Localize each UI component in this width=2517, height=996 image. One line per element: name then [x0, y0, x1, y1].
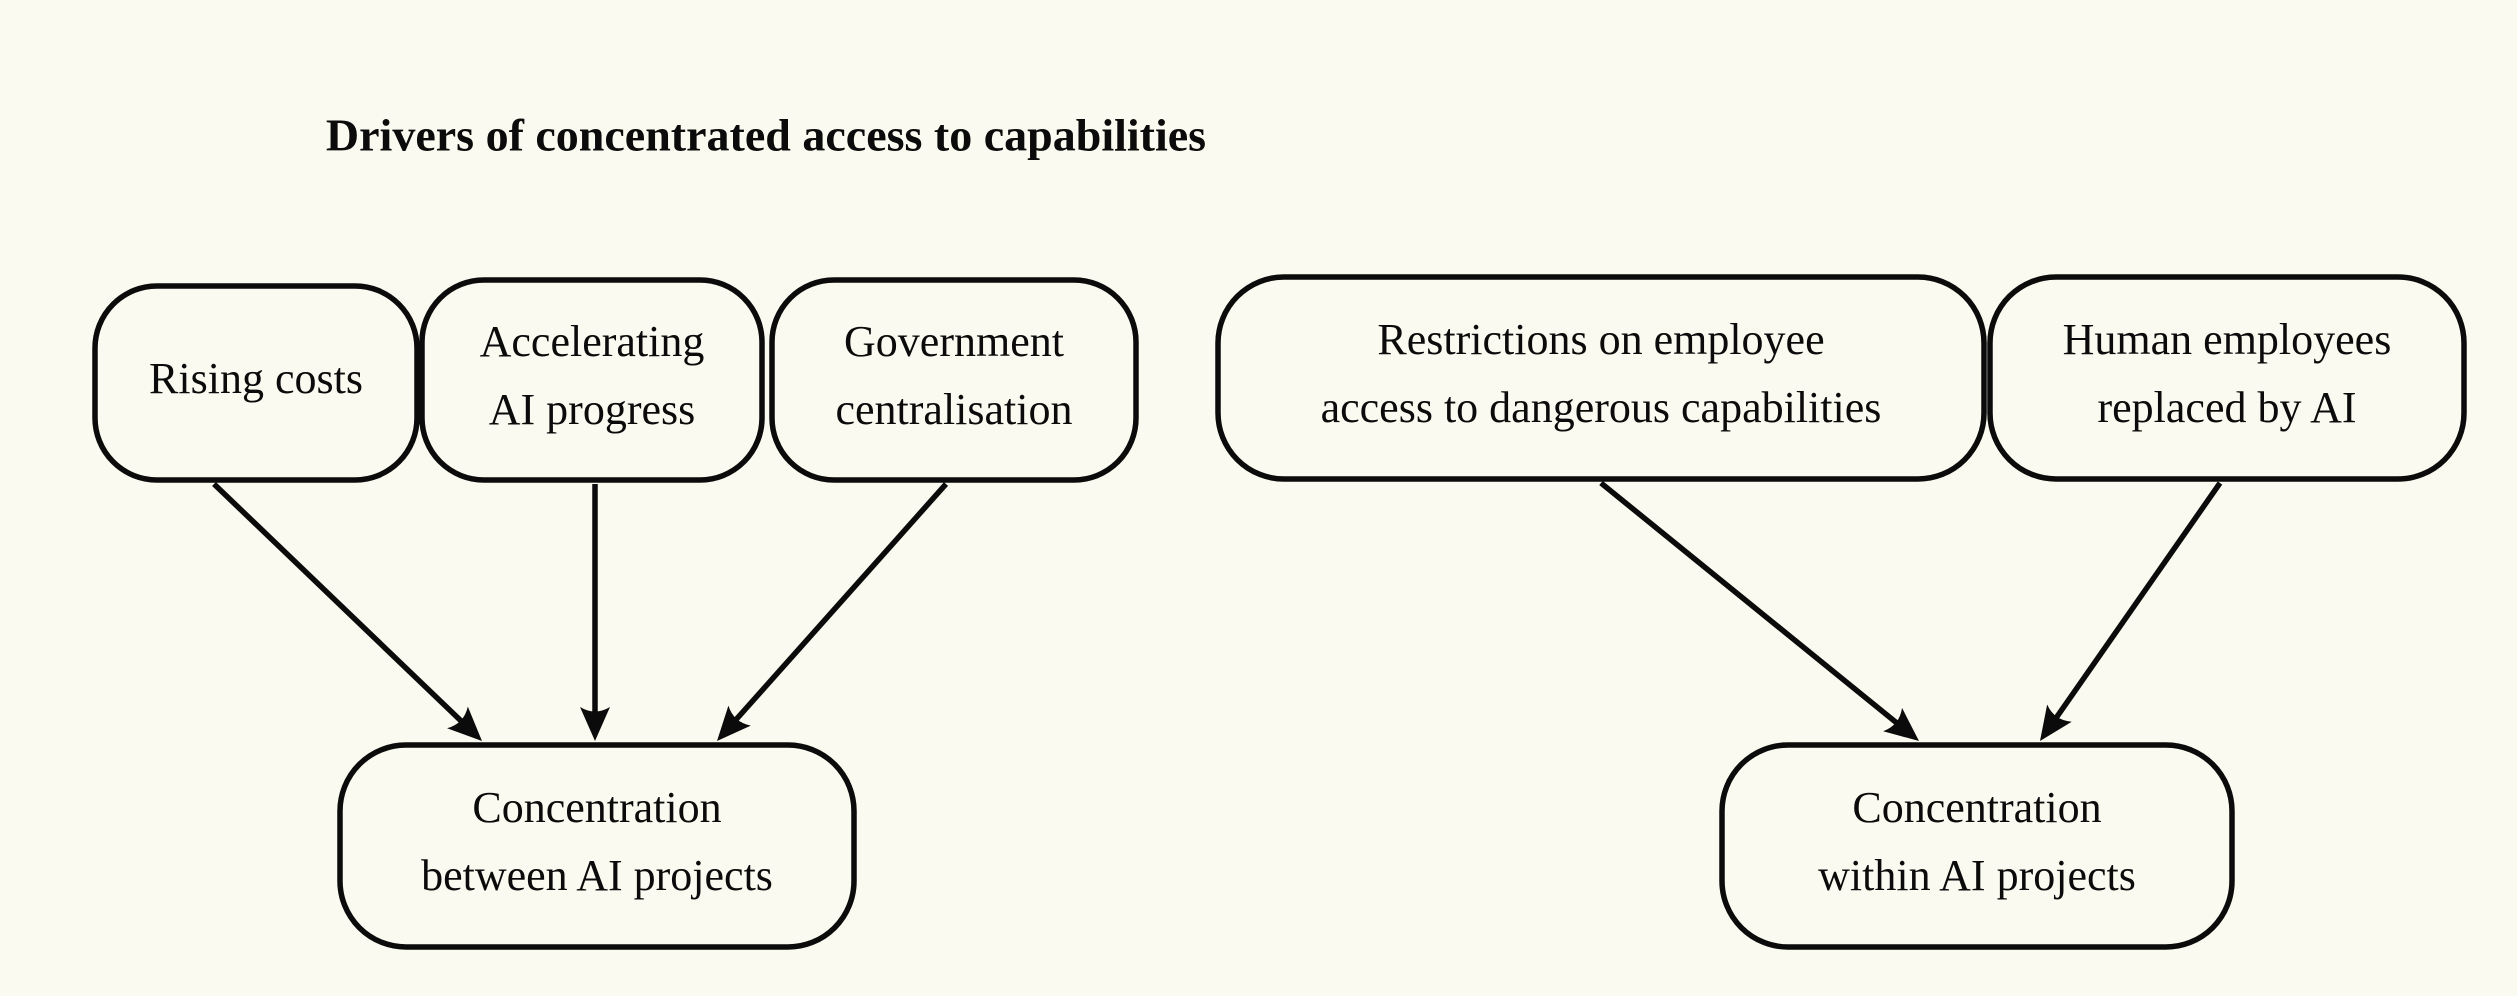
edge-line — [1599, 480, 1899, 726]
edge-arrow — [212, 482, 482, 741]
node-label: access to dangerous capabilities — [1321, 383, 1882, 432]
node-label: Human employees — [2063, 315, 2392, 364]
node-label: replaced by AI — [2098, 383, 2357, 432]
nodes-layer: Rising costs Accelerating AI progress Gover… — [92, 274, 2467, 950]
node-label: AI progress — [489, 385, 696, 434]
node-label: Accelerating — [480, 317, 705, 366]
node-concentration-within[interactable]: Concentration within AI projects — [1719, 742, 2235, 950]
node-label: Concentration — [472, 783, 721, 832]
node-shape — [419, 277, 765, 483]
arrowhead-icon — [717, 705, 751, 741]
node-shape — [337, 742, 857, 950]
page-title: Drivers of concentrated access to capabi… — [326, 110, 1206, 161]
node-concentration-between[interactable]: Concentration between AI projects — [337, 742, 857, 950]
node-shape — [1719, 742, 2235, 950]
edge-line — [2053, 481, 2223, 720]
arrowhead-icon — [447, 706, 482, 741]
edge-line — [212, 482, 464, 724]
edge-arrow — [717, 482, 949, 741]
node-shape — [1987, 274, 2467, 482]
node-label: Concentration — [1852, 783, 2101, 832]
node-government-centralisation[interactable]: Government centralisation — [769, 277, 1139, 483]
node-label: Government — [844, 317, 1064, 366]
edge-arrow — [580, 484, 610, 741]
arrowhead-icon — [1883, 707, 1919, 741]
node-label: centralisation — [835, 385, 1072, 434]
node-rising-costs[interactable]: Rising costs — [92, 283, 420, 483]
node-label: within AI projects — [1818, 851, 2136, 900]
node-accelerating-ai-progress[interactable]: Accelerating AI progress — [419, 277, 765, 483]
node-label: between AI projects — [421, 851, 773, 900]
node-human-employees-replaced[interactable]: Human employees replaced by AI — [1987, 274, 2467, 482]
node-label: Rising costs — [149, 354, 363, 403]
node-shape — [769, 277, 1139, 483]
arrowhead-icon — [580, 707, 610, 741]
edge-arrow — [2040, 481, 2223, 741]
node-label: Restrictions on employee — [1377, 315, 1824, 364]
node-shape — [92, 283, 420, 483]
arrowhead-icon — [2040, 704, 2072, 741]
edges-layer — [212, 480, 2223, 741]
node-restrictions-on-employee-access[interactable]: Restrictions on employee access to danger… — [1215, 274, 1987, 482]
edge-arrow — [1599, 480, 1919, 741]
edge-line — [733, 482, 949, 722]
node-shape — [1215, 274, 1987, 482]
